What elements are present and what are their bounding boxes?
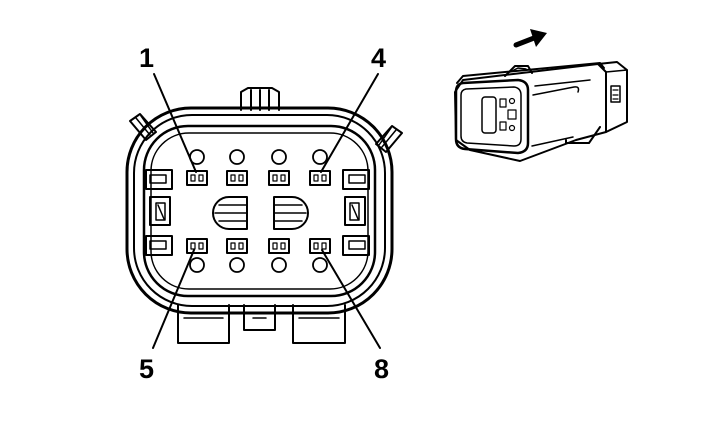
center-keys — [212, 196, 309, 230]
terminal-pin-4 — [309, 170, 331, 186]
terminal-pin-7 — [268, 238, 290, 254]
leader-lines — [152, 73, 381, 349]
pin-label-1: 1 — [139, 43, 154, 73]
bottom-feet — [177, 304, 346, 344]
terminal-pin-1 — [186, 170, 208, 186]
terminal-pin-8 — [309, 238, 331, 254]
bottom-row-holes — [189, 257, 328, 273]
left-post — [129, 113, 157, 141]
connector-face-icon — [125, 87, 403, 344]
terminal-pin-2 — [226, 170, 248, 186]
pin-label-5: 5 — [139, 354, 154, 384]
pin-label-8: 8 — [374, 354, 389, 384]
right-side-keys — [342, 169, 370, 256]
top-row-terminals — [186, 170, 331, 186]
pin-label-4: 4 — [371, 43, 386, 73]
arrow-right-icon — [513, 29, 547, 48]
left-side-keys — [145, 169, 173, 256]
terminal-pin-6 — [226, 238, 248, 254]
top-row-holes — [189, 149, 328, 165]
connector-side-view-icon — [454, 61, 628, 162]
terminal-pin-3 — [268, 170, 290, 186]
bottom-row-terminals — [186, 238, 331, 254]
terminal-pin-5 — [186, 238, 208, 254]
